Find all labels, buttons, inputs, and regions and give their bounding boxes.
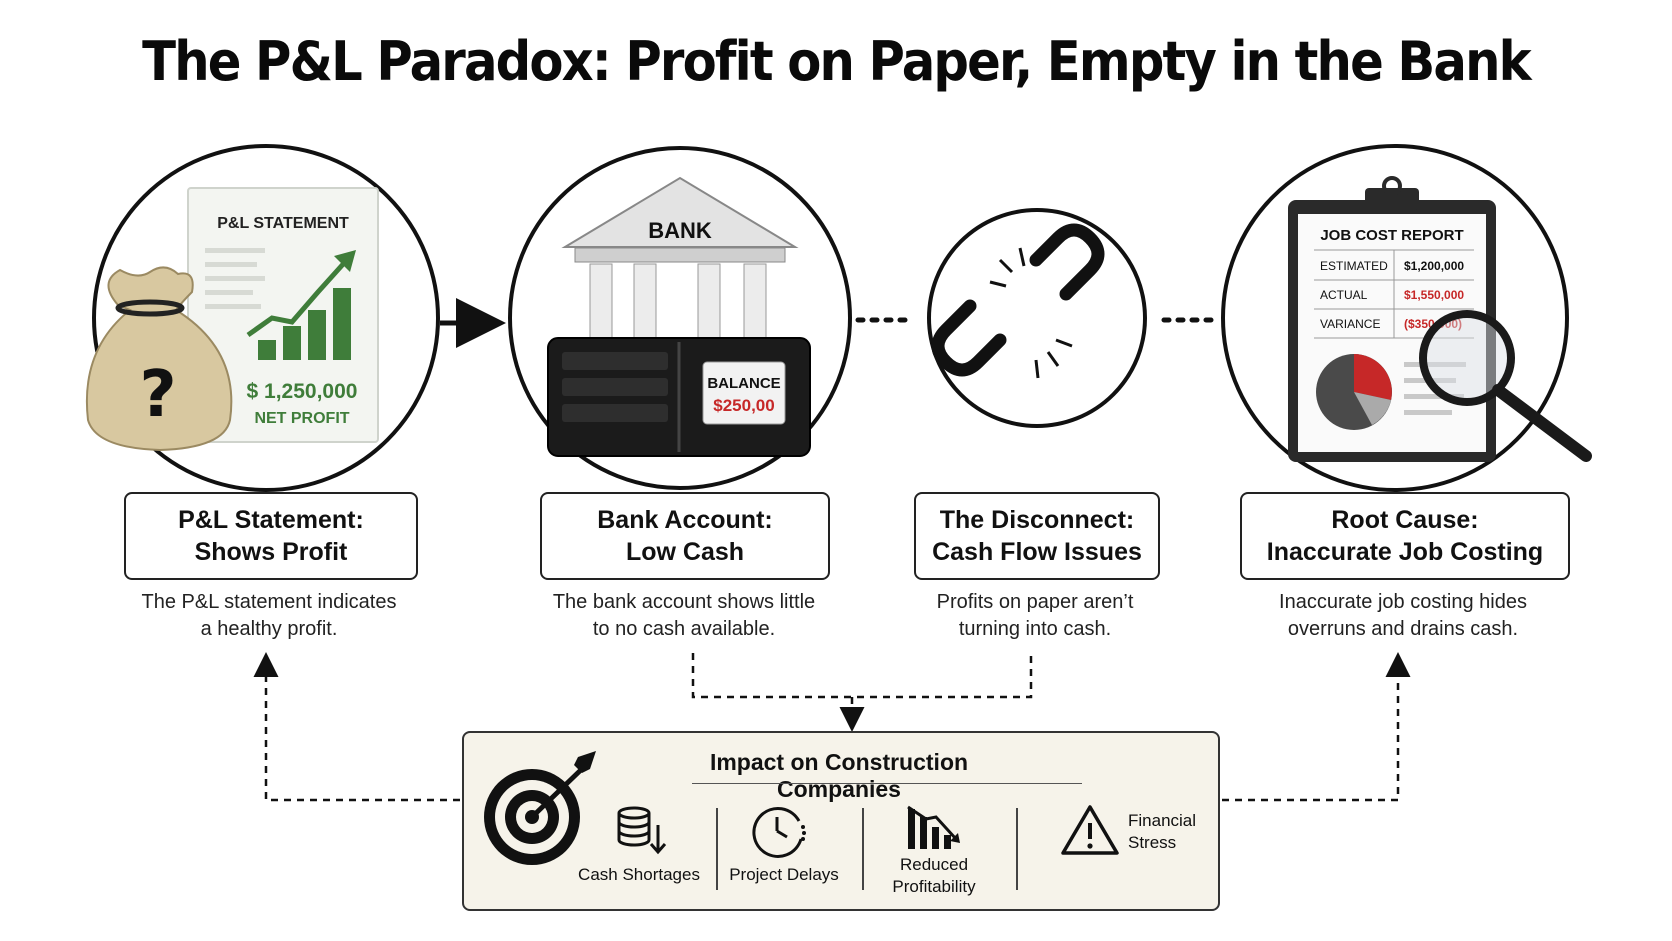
step-description-disconnect: Profits on paper aren’t turning into cas… <box>936 591 1134 640</box>
step-card-bank-account: Bank Account: Low Cash <box>540 492 830 580</box>
page-title: The P&L Paradox: Profit on Paper, Empty … <box>142 30 1532 93</box>
svg-text:$250,00: $250,00 <box>713 396 774 415</box>
step-card-subtitle: Inaccurate Job Costing <box>1266 538 1544 566</box>
step-card-title: Bank Account: <box>597 506 773 534</box>
target-icon <box>484 751 596 865</box>
impact-item-reduced-profitability: Reduced Profitability <box>892 855 976 896</box>
svg-text:VARIANCE: VARIANCE <box>1320 317 1380 331</box>
declining-chart-icon <box>907 805 960 849</box>
impact-title-divider <box>692 783 1082 784</box>
step-description-pl-statement: The P&L statement indicates a healthy pr… <box>141 591 397 640</box>
step-card-disconnect: The Disconnect: Cash Flow Issues <box>914 492 1160 580</box>
svg-text:BALANCE: BALANCE <box>707 375 780 392</box>
svg-text:?: ? <box>139 358 176 432</box>
step-card-title: P&L Statement: <box>178 506 364 534</box>
pl-statement-illustration: P&L STATEMENT $ 1,250,000 NET PROFIT ? <box>85 144 440 492</box>
svg-text:ESTIMATED: ESTIMATED <box>1320 259 1388 273</box>
step-card-title: The Disconnect: <box>939 506 1135 534</box>
step-card-subtitle: Cash Flow Issues <box>932 538 1142 566</box>
svg-text:P&L STATEMENT: P&L STATEMENT <box>217 215 349 232</box>
money-bag-icon: ? <box>85 266 233 452</box>
impact-title: Impact on Construction Companies <box>709 749 969 802</box>
svg-text:BANK: BANK <box>648 218 712 243</box>
job-cost-illustration: JOB COST REPORT ESTIMATED $1,200,000 ACT… <box>1221 144 1592 492</box>
svg-text:ACTUAL: ACTUAL <box>1320 288 1368 302</box>
pl-document-icon: P&L STATEMENT $ 1,250,000 NET PROFIT <box>187 187 379 443</box>
disconnect-illustration <box>927 208 1147 428</box>
step-description-bank-account: The bank account shows little to no cash… <box>552 591 816 640</box>
svg-text:$1,200,000: $1,200,000 <box>1404 259 1464 273</box>
impact-item-financial-stress: Financial Stress <box>1128 811 1197 852</box>
bank-account-illustration: BANK BALANCE $250,00 <box>508 146 852 490</box>
impact-item-cash-shortages: Cash Shortages <box>578 865 700 884</box>
step-card-subtitle: Shows Profit <box>194 538 348 566</box>
svg-text:JOB COST REPORT: JOB COST REPORT <box>1320 227 1463 244</box>
impact-divider <box>716 808 718 890</box>
clipboard-icon: JOB COST REPORT ESTIMATED $1,200,000 ACT… <box>1288 176 1496 462</box>
step-card-pl-statement: P&L Statement: Shows Profit <box>124 492 418 580</box>
clock-icon <box>752 807 806 858</box>
step-card-subtitle: Low Cash <box>625 538 745 566</box>
pie-chart-icon <box>1316 354 1392 430</box>
broken-chain-icon <box>931 223 1105 379</box>
impact-divider <box>1016 808 1018 890</box>
step-description-root-cause: Inaccurate job costing hides overruns an… <box>1279 591 1527 640</box>
impact-item-project-delays: Project Delays <box>729 865 839 884</box>
svg-text:$1,550,000: $1,550,000 <box>1404 288 1464 302</box>
cash-shortage-icon <box>617 806 667 855</box>
dashed-feedback-lines <box>253 652 1411 802</box>
bank-building-icon: BANK <box>561 176 799 345</box>
magnifying-glass-icon <box>1419 310 1592 462</box>
svg-text:$ 1,250,000: $ 1,250,000 <box>247 380 358 403</box>
impact-panel: Impact on Construction Companies Cash Sh… <box>462 731 1220 911</box>
wallet-icon: BALANCE $250,00 <box>547 337 811 457</box>
step-card-title: Root Cause: <box>1331 506 1479 534</box>
warning-icon <box>1061 805 1119 855</box>
step-card-root-cause: Root Cause: Inaccurate Job Costing <box>1240 492 1570 580</box>
svg-text:NET PROFIT: NET PROFIT <box>254 410 349 427</box>
impact-divider <box>862 808 864 890</box>
